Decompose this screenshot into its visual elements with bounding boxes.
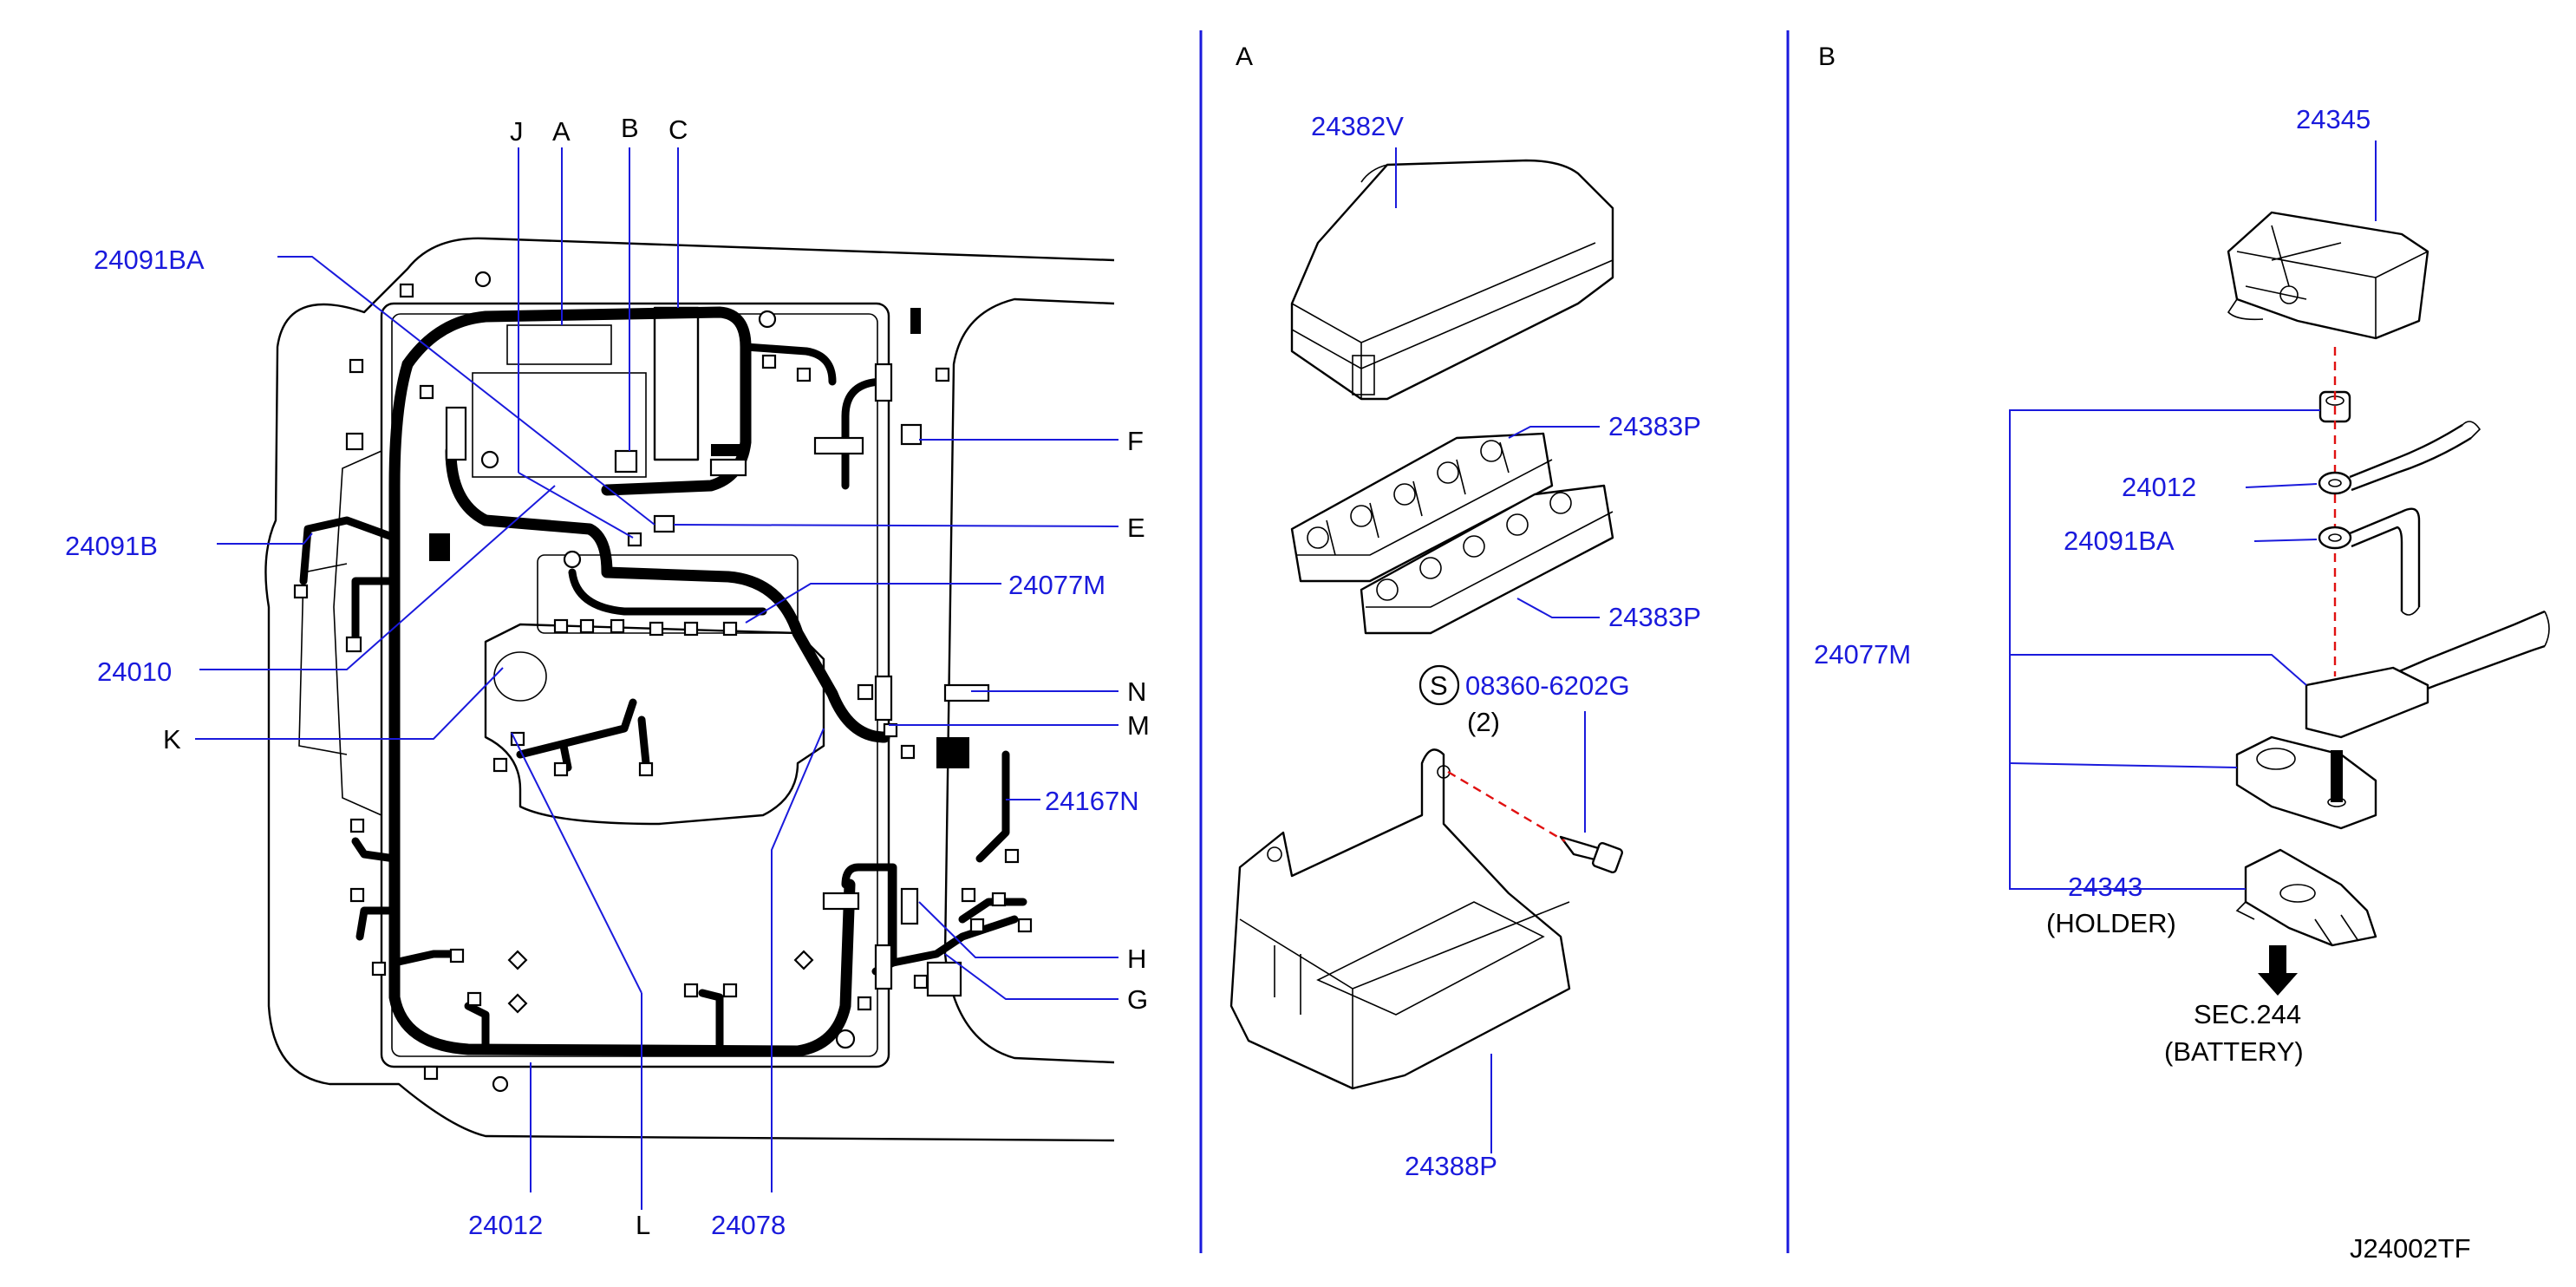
- part-24078: 24078: [711, 1210, 786, 1240]
- relay-box: [506, 324, 612, 365]
- engine-pulley: [493, 651, 547, 702]
- part-24091ba-b: 24091BA: [2064, 526, 2175, 556]
- fuse-box-cover: [1290, 159, 1614, 401]
- left-fender-inner: [298, 563, 348, 755]
- engine-cover: [537, 554, 799, 634]
- harness-left-3: [351, 837, 399, 863]
- left-fender-contour: [333, 450, 382, 816]
- callout-n: N: [1127, 676, 1146, 707]
- harness-bottom-2: [464, 1002, 490, 1054]
- main-leaders: [195, 147, 1119, 1210]
- fuse-box-bracket: [1229, 748, 1571, 1090]
- bolt-symbol-circle: [1418, 664, 1460, 706]
- part-24077m-main: 24077M: [1008, 570, 1105, 600]
- callout-g: G: [1127, 984, 1148, 1015]
- engine-block: [484, 623, 825, 826]
- harness-right-fork: [958, 898, 1027, 924]
- part-24382v: 24382V: [1311, 111, 1404, 141]
- callout-k: K: [163, 724, 181, 755]
- relay-block-upper: [1290, 432, 1554, 583]
- panel-a: A: [1229, 42, 1701, 1181]
- callout-m: M: [1127, 710, 1150, 741]
- main-harness-loop: [388, 358, 856, 1057]
- terminal-cover: [2227, 211, 2429, 340]
- leader-24012-b: [2245, 483, 2318, 488]
- harness-left-1: [299, 516, 399, 585]
- leader-24091ba-b: [2253, 539, 2318, 542]
- callout-c: C: [668, 114, 688, 145]
- harness-far-right: [975, 750, 1010, 863]
- leader-clamp: [2009, 762, 2238, 768]
- relay-block-lower: [1360, 484, 1614, 635]
- panel-a-heading: A: [1236, 42, 1253, 71]
- harness-branch-2: [516, 698, 637, 759]
- part-24077m-b: 24077M: [1814, 639, 1911, 670]
- callout-e: E: [1127, 513, 1145, 543]
- part-bolt: 08360-6202G: [1465, 670, 1630, 701]
- callout-a: A: [552, 116, 571, 147]
- fuse-block: [653, 306, 700, 461]
- callout-l: L: [636, 1210, 650, 1240]
- terminal-clamp: [2235, 735, 2377, 830]
- harness-branch-3: [637, 715, 650, 768]
- callout-h: H: [1127, 944, 1146, 974]
- panel-b-heading: B: [1818, 42, 1836, 71]
- part-24091b: 24091B: [65, 531, 158, 561]
- body-outline: [264, 237, 1115, 1142]
- cable-24091ba: [2318, 507, 2421, 616]
- engine-bay-view: J A B C F E N M K H G L 24091BA 24091B 2…: [65, 113, 1150, 1240]
- holder-label: (HOLDER): [2046, 908, 2176, 938]
- figure-code: J24002TF: [2350, 1233, 2471, 1264]
- harness-bottom-3: [698, 989, 724, 1055]
- battery-label: (BATTERY): [2164, 1036, 2304, 1067]
- part-24012-main: 24012: [468, 1210, 543, 1240]
- leader-24383p-upper: [1508, 426, 1600, 439]
- harness-right-lower: [841, 863, 897, 976]
- part-24383p-upper: 24383P: [1608, 411, 1701, 441]
- inner-harness: [445, 445, 890, 743]
- part-24388p: 24388P: [1405, 1151, 1497, 1181]
- part-24010: 24010: [97, 657, 172, 687]
- sec-label: SEC.244: [2194, 999, 2301, 1029]
- leader-24383p-lower: [1516, 598, 1600, 618]
- part-24091ba-main: 24091BA: [94, 245, 205, 275]
- part-24345: 24345: [2296, 104, 2371, 134]
- bolt-qty: (2): [1467, 707, 1500, 737]
- bolt: [1447, 770, 1624, 874]
- part-24012-b: 24012: [2122, 472, 2196, 502]
- harness-left-2: [351, 577, 399, 646]
- terminal-holder: [2235, 848, 2377, 947]
- body-inner-outline: [943, 297, 1115, 1064]
- bolt-symbol: S: [1430, 670, 1448, 701]
- callout-f: F: [1127, 426, 1144, 456]
- intake-box: [472, 372, 647, 478]
- part-24343: 24343: [2068, 872, 2142, 902]
- part-24383p-lower: 24383P: [1608, 602, 1701, 632]
- harness-branch-1: [568, 568, 767, 616]
- harness-bottom-1: [390, 950, 455, 967]
- connectors: [293, 271, 1033, 1093]
- panel-b: B: [1814, 42, 2550, 1067]
- leader-24077m-b: [2010, 654, 2307, 686]
- callout-b: B: [621, 113, 639, 143]
- battery-cable: [2305, 610, 2550, 739]
- harness-left-4: [355, 906, 399, 941]
- cable-24012: [2318, 421, 2481, 495]
- upper-branch: [741, 343, 837, 386]
- part-24167n: 24167N: [1045, 786, 1139, 816]
- callout-j: J: [510, 116, 524, 147]
- battery-arrow: [2258, 945, 2298, 996]
- harness-right-wire: [889, 915, 1019, 967]
